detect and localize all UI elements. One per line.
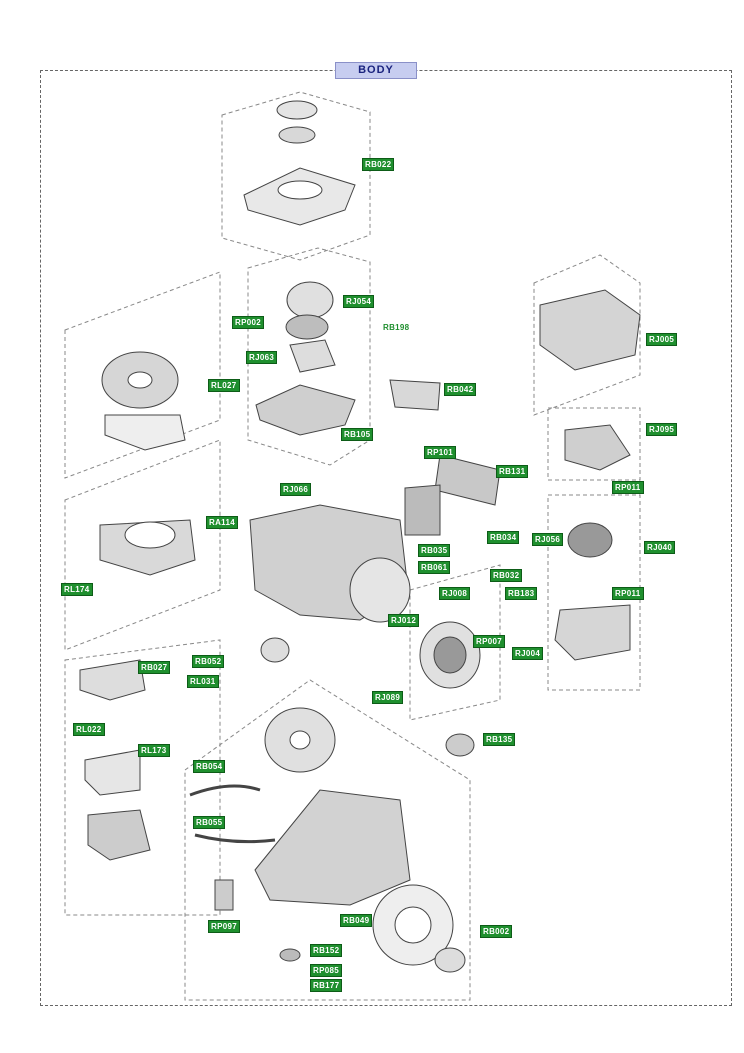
- label-RP101[interactable]: RP101: [424, 446, 456, 459]
- label-RB105[interactable]: RB105: [341, 428, 374, 441]
- label-RP097[interactable]: RP097: [208, 920, 240, 933]
- label-RB177[interactable]: RB177: [310, 979, 343, 992]
- label-RL174[interactable]: RL174: [61, 583, 93, 596]
- label-RL031[interactable]: RL031: [187, 675, 219, 688]
- label-RP002[interactable]: RP002: [232, 316, 264, 329]
- label-RJ089[interactable]: RJ089: [372, 691, 404, 704]
- label-RA114[interactable]: RA114: [206, 516, 238, 529]
- label-RB152[interactable]: RB152: [310, 944, 343, 957]
- label-RJ012[interactable]: RJ012: [388, 614, 420, 627]
- label-RJ005[interactable]: RJ005: [646, 333, 678, 346]
- label-RB032[interactable]: RB032: [490, 569, 523, 582]
- label-RB183[interactable]: RB183: [505, 587, 538, 600]
- label-RJ056[interactable]: RJ056: [532, 533, 564, 546]
- label-RP007[interactable]: RP007: [473, 635, 505, 648]
- label-RB022[interactable]: RB022: [362, 158, 395, 171]
- label-RJ066[interactable]: RJ066: [280, 483, 312, 496]
- label-RB061[interactable]: RB061: [418, 561, 451, 574]
- label-RB198[interactable]: RB198: [383, 323, 410, 332]
- label-RP011-upper[interactable]: RP011: [612, 481, 644, 494]
- section-title-tab: BODY: [335, 62, 417, 79]
- label-RL173[interactable]: RL173: [138, 744, 170, 757]
- label-RB135[interactable]: RB135: [483, 733, 516, 746]
- label-RJ063[interactable]: RJ063: [246, 351, 278, 364]
- label-RL027[interactable]: RL027: [208, 379, 240, 392]
- label-RB035[interactable]: RB035: [418, 544, 451, 557]
- label-RB054[interactable]: RB054: [193, 760, 226, 773]
- label-RB042[interactable]: RB042: [444, 383, 477, 396]
- label-RB052[interactable]: RB052: [192, 655, 225, 668]
- label-RB034[interactable]: RB034: [487, 531, 520, 544]
- label-RB002[interactable]: RB002: [480, 925, 513, 938]
- part-shapes: [79, 100, 641, 973]
- label-RJ040[interactable]: RJ040: [644, 541, 676, 554]
- label-RJ095[interactable]: RJ095: [646, 423, 678, 436]
- label-RJ004[interactable]: RJ004: [512, 647, 544, 660]
- label-RB027[interactable]: RB027: [138, 661, 171, 674]
- label-RJ054[interactable]: RJ054: [343, 295, 375, 308]
- label-RB055[interactable]: RB055: [193, 816, 226, 829]
- label-RJ008[interactable]: RJ008: [439, 587, 471, 600]
- label-RB049[interactable]: RB049: [340, 914, 373, 927]
- label-RL022[interactable]: RL022: [73, 723, 105, 736]
- label-RP085[interactable]: RP085: [310, 964, 342, 977]
- label-RP011-lower[interactable]: RP011: [612, 587, 644, 600]
- label-RB131[interactable]: RB131: [496, 465, 529, 478]
